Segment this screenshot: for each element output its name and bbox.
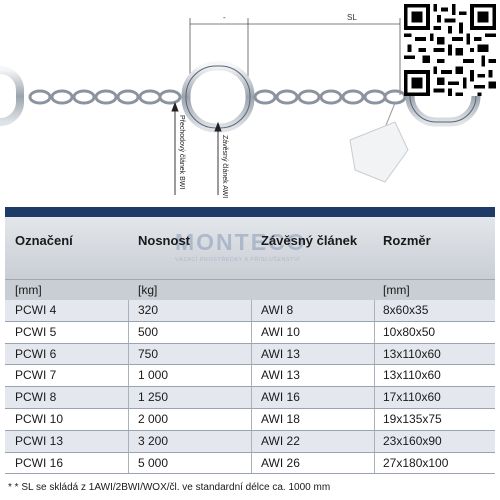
- left-end-link: [0, 66, 24, 126]
- cell-master-link: AWI 8: [261, 303, 294, 317]
- column-divider: [374, 365, 375, 387]
- cell-designation: PCWI 7: [15, 368, 57, 383]
- cell-capacity: 500: [138, 324, 159, 339]
- column-divider: [128, 408, 129, 430]
- chain-links-right: [253, 89, 407, 105]
- column-divider: [128, 430, 129, 452]
- cell-designation: PCWI 10: [15, 411, 64, 426]
- cell-dimension: 13x110x60: [383, 368, 441, 383]
- cell-capacity: 320: [138, 303, 159, 317]
- cell-capacity: 750: [138, 346, 159, 361]
- dimension-marker: -: [223, 13, 226, 22]
- cell-capacity: 1 000: [138, 368, 169, 383]
- cell-designation: PCWI 5: [15, 324, 57, 339]
- table-row: PCWI 7 1 000 AWI 13 13x110x60: [5, 365, 495, 388]
- cell-master-link: AWI 13: [261, 346, 300, 361]
- qr-code: [404, 4, 496, 96]
- table-top-bar: [5, 207, 495, 217]
- cell-master-link: AWI 22: [261, 433, 300, 448]
- cell-dimension: 8x60x35: [383, 303, 429, 317]
- column-divider: [251, 300, 252, 321]
- column-divider: [251, 430, 252, 452]
- cell-master-link: AWI 16: [261, 390, 300, 405]
- callout-awi-label: Závěsný článek AWI: [221, 135, 228, 198]
- column-divider: [128, 300, 129, 321]
- column-divider: [128, 387, 129, 408]
- watermark-brand: MONTECO: [175, 229, 307, 255]
- watermark-tagline: VÁZACÍ PROSTŘEDKY A PŘÍSLUŠENSTVÍ: [175, 257, 301, 263]
- column-divider: [374, 387, 375, 408]
- column-divider: [374, 343, 375, 365]
- specification-table: MONTECO VÁZACÍ PROSTŘEDKY A PŘÍSLUŠENSTV…: [5, 207, 495, 475]
- column-divider: [374, 452, 375, 474]
- column-divider: [251, 387, 252, 408]
- column-divider: [128, 452, 129, 474]
- footnote: * * SL se skládá z 1AWI/2BWI/WOX/čl. ve …: [8, 482, 331, 493]
- header-master-link: Závěsný článek: [261, 233, 358, 248]
- column-divider: [374, 300, 375, 321]
- dimension-sl-label: SL: [347, 13, 357, 22]
- cell-dimension: 10x80x50: [383, 324, 436, 339]
- header-dimension: Rozměr: [383, 233, 431, 248]
- cell-designation: PCWI 16: [15, 455, 64, 470]
- table-row: PCWI 5 500 AWI 10 10x80x50: [5, 321, 495, 344]
- column-divider: [128, 321, 129, 343]
- cell-capacity: 3 200: [138, 433, 169, 448]
- cell-dimension: 13x110x60: [383, 346, 441, 361]
- table-units-row: [mm] [kg] [mm]: [5, 280, 495, 300]
- cell-dimension: 19x135x75: [383, 411, 442, 426]
- cell-master-link: AWI 18: [261, 411, 300, 426]
- identification-tag: [349, 121, 409, 183]
- column-divider: [251, 408, 252, 430]
- cell-designation: PCWI 4: [15, 303, 57, 317]
- unit-designation: [mm]: [15, 283, 42, 297]
- table-row: PCWI 13 3 200 AWI 22 23x160x90: [5, 430, 495, 453]
- cell-designation: PCWI 6: [15, 346, 57, 361]
- cell-capacity: 5 000: [138, 455, 169, 470]
- table-row: PCWI 16 5 000 AWI 26 27x180x100: [5, 452, 495, 475]
- callout-arrows: [171, 101, 222, 195]
- cell-capacity: 2 000: [138, 411, 169, 426]
- unit-capacity: [kg]: [138, 283, 158, 297]
- column-divider: [374, 321, 375, 343]
- chain-diagram: - SL Přechodový článek BWI Závěsný čl: [0, 13, 481, 198]
- cell-dimension: 17x110x60: [383, 390, 441, 405]
- column-divider: [128, 365, 129, 387]
- column-divider: [128, 343, 129, 365]
- header-designation: Označení: [15, 233, 73, 248]
- chain-links-left: [28, 89, 182, 105]
- cell-designation: PCWI 13: [15, 433, 64, 448]
- header-capacity: Nosnost: [138, 233, 190, 248]
- column-divider: [374, 430, 375, 452]
- column-divider: [251, 321, 252, 343]
- cell-dimension: 27x180x100: [383, 455, 449, 470]
- table-row: PCWI 10 2 000 AWI 18 19x135x75: [5, 408, 495, 431]
- callout-bwi-label: Přechodový článek BWI: [178, 115, 185, 189]
- column-divider: [251, 343, 252, 365]
- column-divider: [251, 452, 252, 474]
- column-divider: [374, 408, 375, 430]
- cell-master-link: AWI 10: [261, 324, 300, 339]
- cell-capacity: 1 250: [138, 390, 169, 405]
- table-row: PCWI 8 1 250 AWI 16 17x110x60: [5, 387, 495, 409]
- table-header: MONTECO VÁZACÍ PROSTŘEDKY A PŘÍSLUŠENSTV…: [5, 217, 495, 280]
- master-link-awi: [181, 61, 255, 133]
- cell-designation: PCWI 8: [15, 390, 57, 405]
- cell-master-link: AWI 13: [261, 368, 300, 383]
- cell-dimension: 23x160x90: [383, 433, 442, 448]
- unit-dimension: [mm]: [383, 283, 410, 297]
- column-divider: [251, 365, 252, 387]
- table-row: PCWI 4 320 AWI 8 8x60x35: [5, 300, 495, 322]
- table-row: PCWI 6 750 AWI 13 13x110x60: [5, 343, 495, 366]
- cell-master-link: AWI 26: [261, 455, 300, 470]
- dimension-lines: [189, 18, 401, 95]
